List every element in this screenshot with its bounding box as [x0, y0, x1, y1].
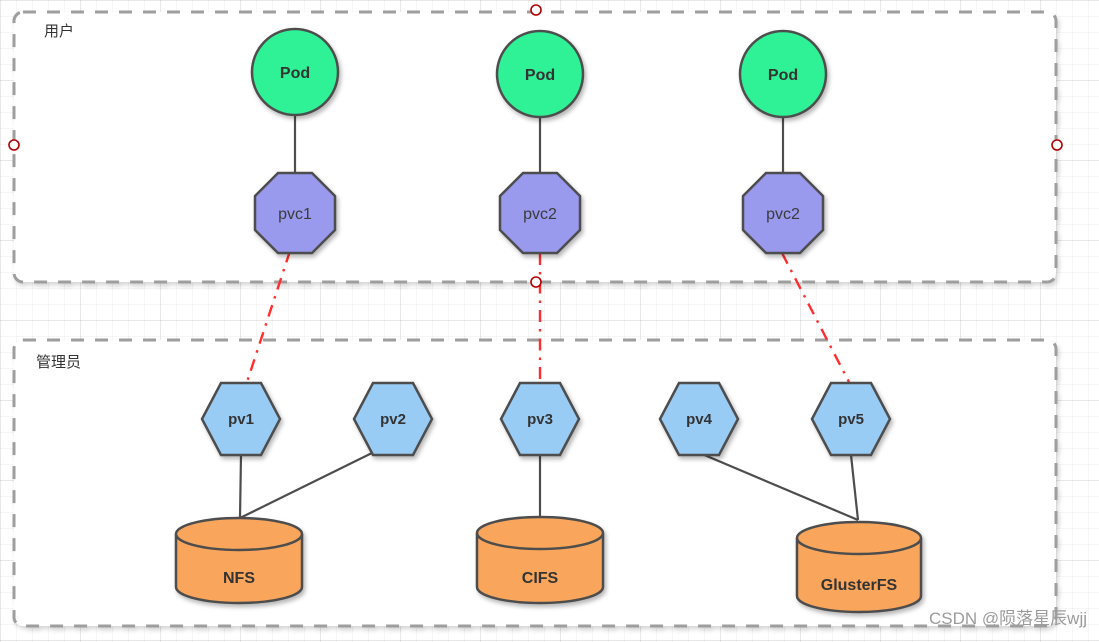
node-pvc2-right[interactable] — [741, 171, 825, 255]
node-pv4-group: pv4 — [658, 381, 740, 457]
node-pv5[interactable] — [810, 381, 892, 457]
node-cifs[interactable] — [475, 533, 605, 605]
node-glusterfs-top — [795, 520, 923, 556]
node-pvc1[interactable] — [253, 171, 337, 255]
node-pvc2-group: pvc2 — [498, 171, 582, 255]
container-user-label: 用户 — [44, 23, 74, 40]
node-pod-3-label: Pod — [768, 67, 798, 84]
node-pv3[interactable] — [499, 381, 581, 457]
node-pvc2[interactable] — [498, 171, 582, 255]
node-cifs-top — [475, 515, 605, 551]
anchor-point-top[interactable] — [530, 4, 542, 16]
node-pv2[interactable] — [352, 381, 434, 457]
node-pod-1[interactable] — [250, 27, 340, 117]
node-nfs[interactable] — [174, 534, 304, 605]
node-pod-2-label: Pod — [525, 67, 555, 84]
node-pod-2[interactable] — [495, 29, 585, 119]
anchor-point-middle[interactable] — [530, 276, 542, 288]
node-pv4-label: pv4 — [686, 411, 713, 428]
anchor-point-left[interactable] — [8, 139, 20, 151]
anchor-point-right[interactable] — [1051, 139, 1063, 151]
node-pv3-group: pv3 — [499, 381, 581, 457]
edge-pvc2-pv5-binding[interactable] — [780, 252, 851, 383]
node-pvc1-group: pvc1 — [253, 171, 337, 255]
node-pod-2-group: Pod — [495, 29, 585, 119]
edge-pv5-glusterfs[interactable] — [849, 454, 860, 521]
node-pod-1-label: Pod — [280, 65, 310, 82]
node-pod-1-group: Pod — [250, 27, 340, 117]
node-nfs-top — [174, 516, 304, 552]
node-pvc2-label: pvc2 — [523, 206, 557, 223]
node-pv2-label: pv2 — [380, 411, 406, 428]
node-pv5-label: pv5 — [838, 411, 864, 428]
node-pod-3-group: Pod — [738, 29, 828, 119]
node-pv1-label: pv1 — [228, 411, 254, 428]
node-pv2-group: pv2 — [352, 381, 434, 457]
node-pv5-group: pv5 — [810, 381, 892, 457]
node-pvc2-right-group: pvc2 — [741, 171, 825, 255]
node-pvc1-label: pvc1 — [278, 206, 312, 223]
edge-pv4-glusterfs[interactable] — [701, 452, 859, 522]
watermark: CSDN @陨落星辰wjj — [929, 609, 1087, 628]
node-pod-3[interactable] — [738, 29, 828, 119]
node-nfs-label: NFS — [223, 570, 255, 587]
node-pv3-label: pv3 — [527, 411, 553, 428]
edge-pvc1-pv1-binding[interactable] — [245, 250, 292, 383]
edge-pv1-nfs[interactable] — [238, 454, 243, 519]
node-glusterfs[interactable] — [795, 538, 923, 614]
container-admin-label: 管理员 — [36, 354, 81, 371]
node-nfs-group: NFS — [174, 516, 304, 605]
node-glusterfs-label: GlusterFS — [821, 577, 898, 594]
node-pv1-group: pv1 — [200, 381, 282, 457]
edge-pv2-nfs[interactable] — [239, 450, 377, 519]
node-cifs-group: CIFS — [475, 515, 605, 605]
node-pvc2-right-label: pvc2 — [766, 206, 800, 223]
node-glusterfs-group: GlusterFS — [795, 520, 923, 614]
node-cifs-label: CIFS — [522, 570, 559, 587]
node-pv4[interactable] — [658, 381, 740, 457]
node-pv1[interactable] — [200, 381, 282, 457]
